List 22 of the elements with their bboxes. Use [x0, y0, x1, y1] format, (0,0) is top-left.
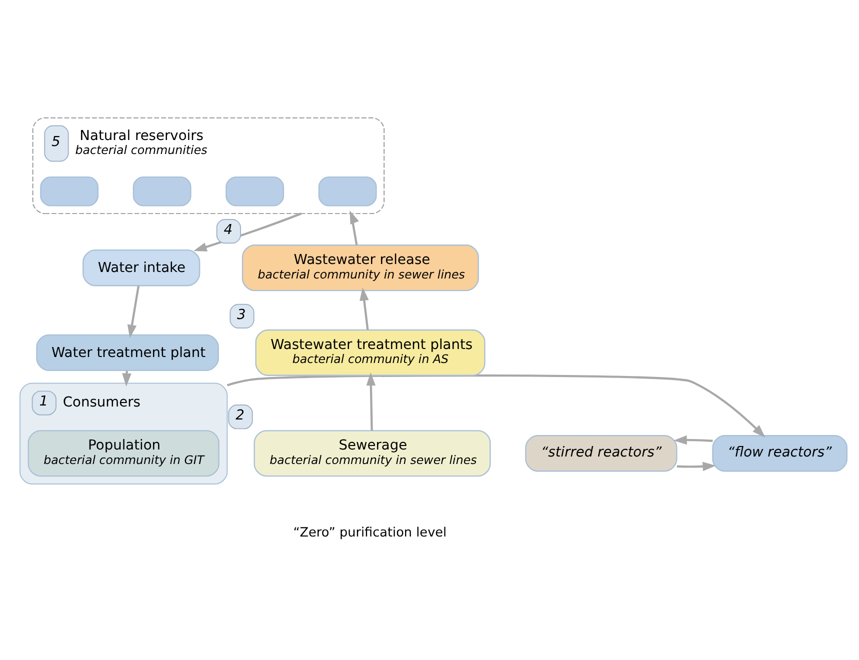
node-box [318, 176, 377, 206]
node-box: “flow reactors” [712, 434, 848, 472]
node-label: 5 [52, 134, 60, 150]
label: “Zero” purification level [293, 525, 447, 540]
node-label: 1 [39, 393, 48, 410]
arrow [674, 434, 713, 444]
node-box: Water treatment plant [36, 334, 219, 371]
node-label: 3 [237, 306, 246, 322]
node-box: Water intake [82, 248, 200, 286]
node-box [40, 176, 99, 206]
node-box: Population bacterial community in GIT [28, 430, 220, 476]
arrow [676, 461, 716, 471]
node-box [226, 176, 284, 206]
node-box [132, 176, 192, 206]
arrow [366, 372, 376, 430]
arrow [127, 285, 140, 338]
arrow [360, 286, 369, 330]
node-label: 2 [236, 407, 244, 424]
node-box: “stirred reactors” [525, 434, 678, 472]
arrow [193, 212, 302, 251]
arrow [350, 210, 359, 245]
node-label: 4 [224, 221, 233, 238]
